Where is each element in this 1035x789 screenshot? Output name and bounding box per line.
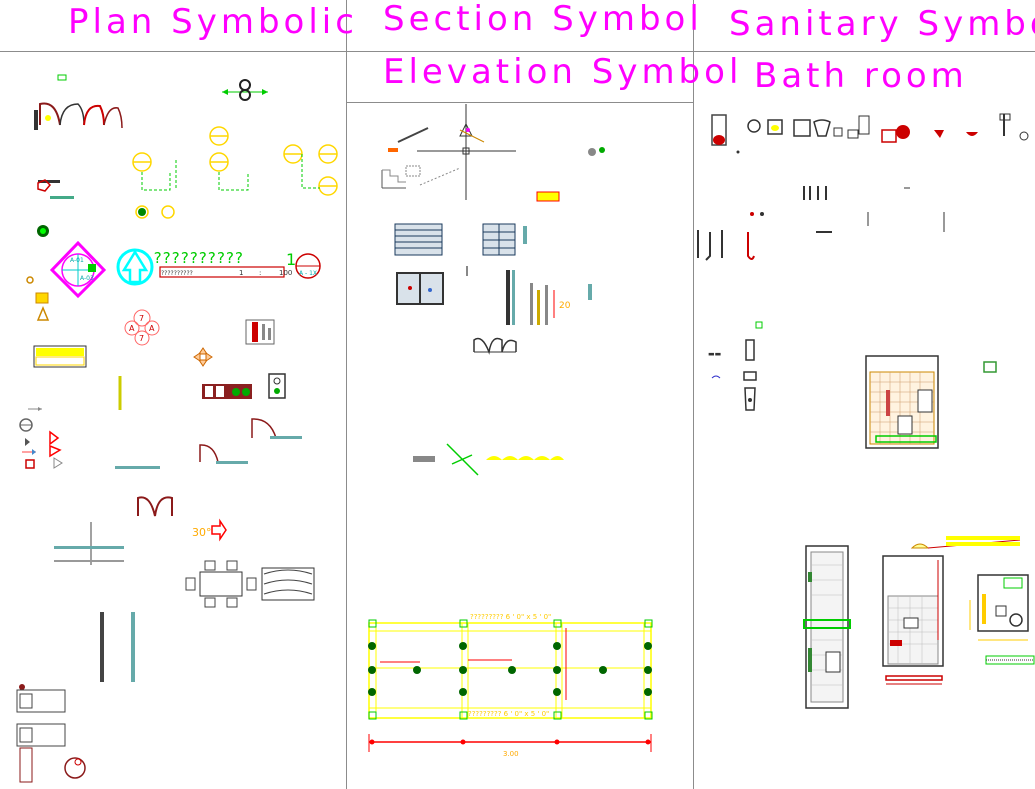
- section-ref-text: A - 1X: [299, 270, 317, 277]
- urinal-symbols: ▬▬: [708, 321, 763, 411]
- dim-top-text: ????????? 6 ' 0" x 5 ' 0": [470, 613, 551, 621]
- stair-section-symbols: [381, 127, 461, 189]
- svg-text:7: 7: [139, 334, 144, 343]
- horizontal-divider-elevation: [346, 102, 693, 103]
- sanitary-symbol-header: Sanitary Symbol: [729, 4, 1035, 44]
- lift-and-elevator-symbols: [33, 292, 87, 368]
- bathroom-plan-1: [865, 355, 997, 449]
- plan-door-openings: [115, 418, 302, 517]
- plan-symbolic-header: Plan Symbolic: [68, 2, 358, 42]
- bathroom-plan-small: [969, 574, 1035, 665]
- bed-symbols: [16, 684, 86, 783]
- four-arrow-symbol: [193, 347, 213, 367]
- dim-bottom-text: ????????? 6 ' 0" x 5 ' 0": [468, 710, 549, 718]
- svg-text:A: A: [129, 324, 135, 333]
- section-marker-diamond: A-01 A-03: [49, 240, 107, 299]
- door-frame-elevations: 20: [466, 266, 592, 325]
- level-indicator-symbol: 7 A A 7: [124, 309, 160, 346]
- column-dot: [138, 208, 146, 216]
- svg-text:A-01: A-01: [70, 257, 84, 264]
- kitchen-counter-symbol: [118, 373, 286, 410]
- section-number-text: 1: [286, 250, 296, 269]
- dimension-line-bottom: 3.00: [368, 734, 652, 758]
- horizontal-divider-sanitary: [693, 51, 1035, 52]
- dim-total-text: 3.00: [503, 750, 519, 758]
- sanitary-fixtures-row: [711, 113, 1029, 154]
- tap-and-shower-symbols: [697, 186, 945, 261]
- scale-left-text: 1: [239, 269, 243, 277]
- column-grid-dashes: [141, 154, 320, 191]
- section-symbol-header: Section Symbol: [383, 0, 703, 39]
- column-grid-symbols: [132, 126, 338, 219]
- sliding-window-plan: [54, 522, 124, 565]
- scale-bar-symbol: ?????????? ?????????? 1 : 100 1 A - 1X: [153, 249, 321, 279]
- scale-dots-text: ??????????: [161, 270, 193, 277]
- horizontal-divider-main: [0, 51, 693, 52]
- svg-text:A-03: A-03: [80, 275, 94, 282]
- scale-colon-text: :: [259, 269, 261, 277]
- vertical-window-plan: [100, 612, 135, 682]
- eight-arrow-symbol: [222, 79, 268, 101]
- window-elevation-symbols: [394, 223, 527, 305]
- arched-openings-elevation: [473, 337, 517, 355]
- vertical-divider-2: [693, 0, 694, 789]
- bathroom-section-main: [882, 536, 1021, 685]
- arrow-30-text: 30°: [192, 526, 212, 539]
- dining-table-symbol: [185, 560, 315, 608]
- svg-text:▬▬: ▬▬: [708, 350, 721, 358]
- small-section-marker: [588, 147, 605, 156]
- section-crosshair-symbol: [417, 104, 516, 200]
- bath-room-header: Bath room: [754, 56, 968, 96]
- bathroom-section-tall: [803, 545, 851, 709]
- small-plan-icons: [26, 179, 74, 284]
- north-arrow-symbol: [116, 248, 154, 286]
- vertical-divider-1: [346, 0, 347, 789]
- svg-text:7: 7: [139, 314, 144, 323]
- exit-arrows-symbols: [19, 407, 63, 469]
- dim-20-text: 20: [559, 301, 571, 311]
- switch-panel-symbol: [245, 319, 275, 345]
- lintel-symbol: [536, 191, 560, 202]
- material-hatch-symbols: [413, 443, 564, 476]
- svg-text:A: A: [149, 324, 155, 333]
- elevation-symbol-header: Elevation Symbol: [383, 52, 743, 92]
- arrow-30-symbol: 30°: [192, 518, 227, 542]
- scale-question-text: ??????????: [153, 249, 243, 267]
- scale-right-text: 100: [279, 269, 292, 277]
- floor-grid-plan: ????????? 6 ' 0" x 5 ' 0" ????????? 6 ' …: [368, 613, 653, 720]
- door-swing-group: [34, 74, 123, 130]
